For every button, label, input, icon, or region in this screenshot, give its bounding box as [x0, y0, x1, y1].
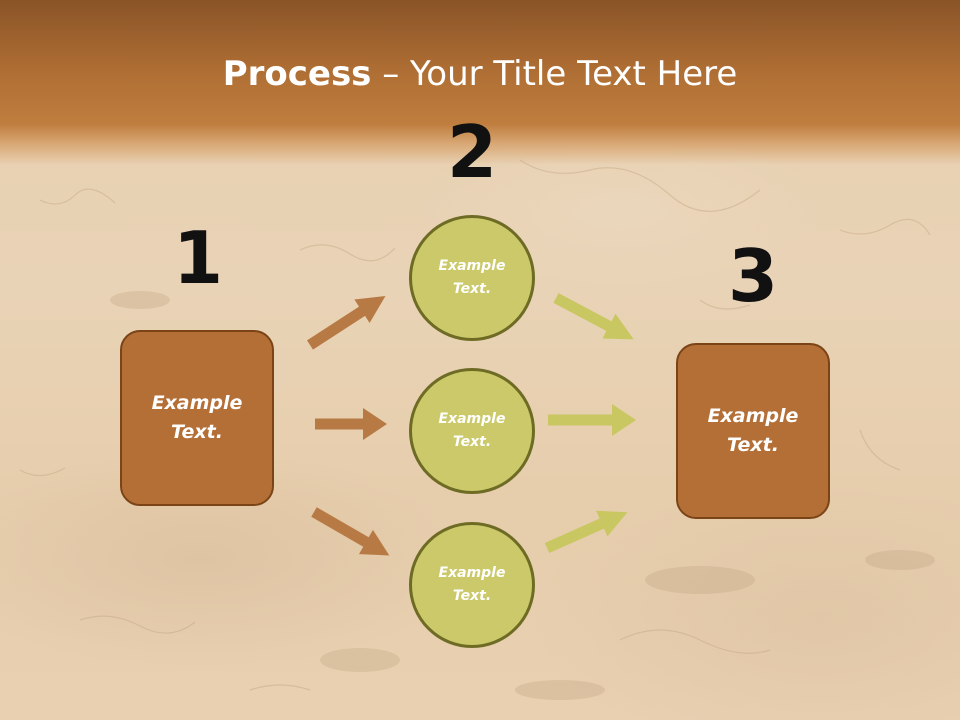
step-2-circle-top: Example Text. [409, 215, 535, 341]
arrow-step1-to-top [307, 295, 386, 350]
arrow-top-to-step3 [553, 293, 634, 340]
arrow-step1-to-middle [315, 408, 387, 440]
slide-title: Process – Your Title Text Here [0, 52, 960, 96]
title-bold: Process [222, 54, 372, 94]
step-2-circle-bottom: Example Text. [409, 522, 535, 648]
step-1-number: 1 [172, 216, 224, 300]
arrow-step1-to-bottom [311, 507, 390, 556]
step-3-number: 3 [727, 234, 779, 318]
step-2-number: 2 [446, 110, 498, 194]
step-2-circle-middle: Example Text. [409, 368, 535, 494]
step-3-label: Example Text. [707, 405, 799, 456]
step-1-label: Example Text. [151, 392, 243, 443]
step-3-box: Example Text. [676, 343, 830, 519]
header-band [0, 0, 960, 165]
arrow-middle-to-step3 [548, 404, 636, 436]
arrow-bottom-to-step3 [544, 510, 628, 554]
title-rest: – Your Title Text Here [371, 54, 738, 94]
step-2-top-label: Example Text. [438, 258, 506, 297]
step-1-box: Example Text. [120, 330, 274, 506]
step-2-middle-label: Example Text. [438, 411, 506, 450]
step-2-bottom-label: Example Text. [438, 565, 506, 604]
